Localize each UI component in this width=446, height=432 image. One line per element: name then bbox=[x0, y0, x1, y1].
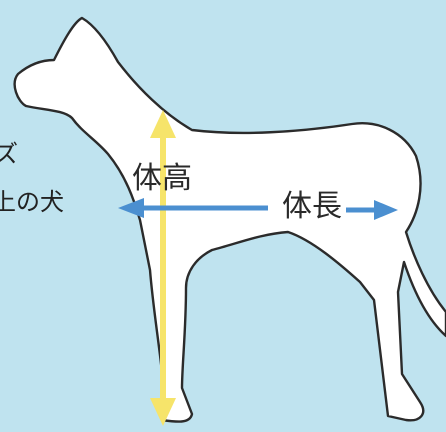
length-arrow bbox=[118, 198, 398, 220]
length-label: 体長 bbox=[278, 192, 346, 222]
dog-silhouette bbox=[13, 16, 446, 423]
height-label: 体高 bbox=[132, 161, 192, 196]
height-arrow bbox=[150, 110, 176, 426]
side-text-line-1: ズ bbox=[0, 140, 18, 168]
side-text-line-2: 上の犬 bbox=[0, 188, 64, 216]
